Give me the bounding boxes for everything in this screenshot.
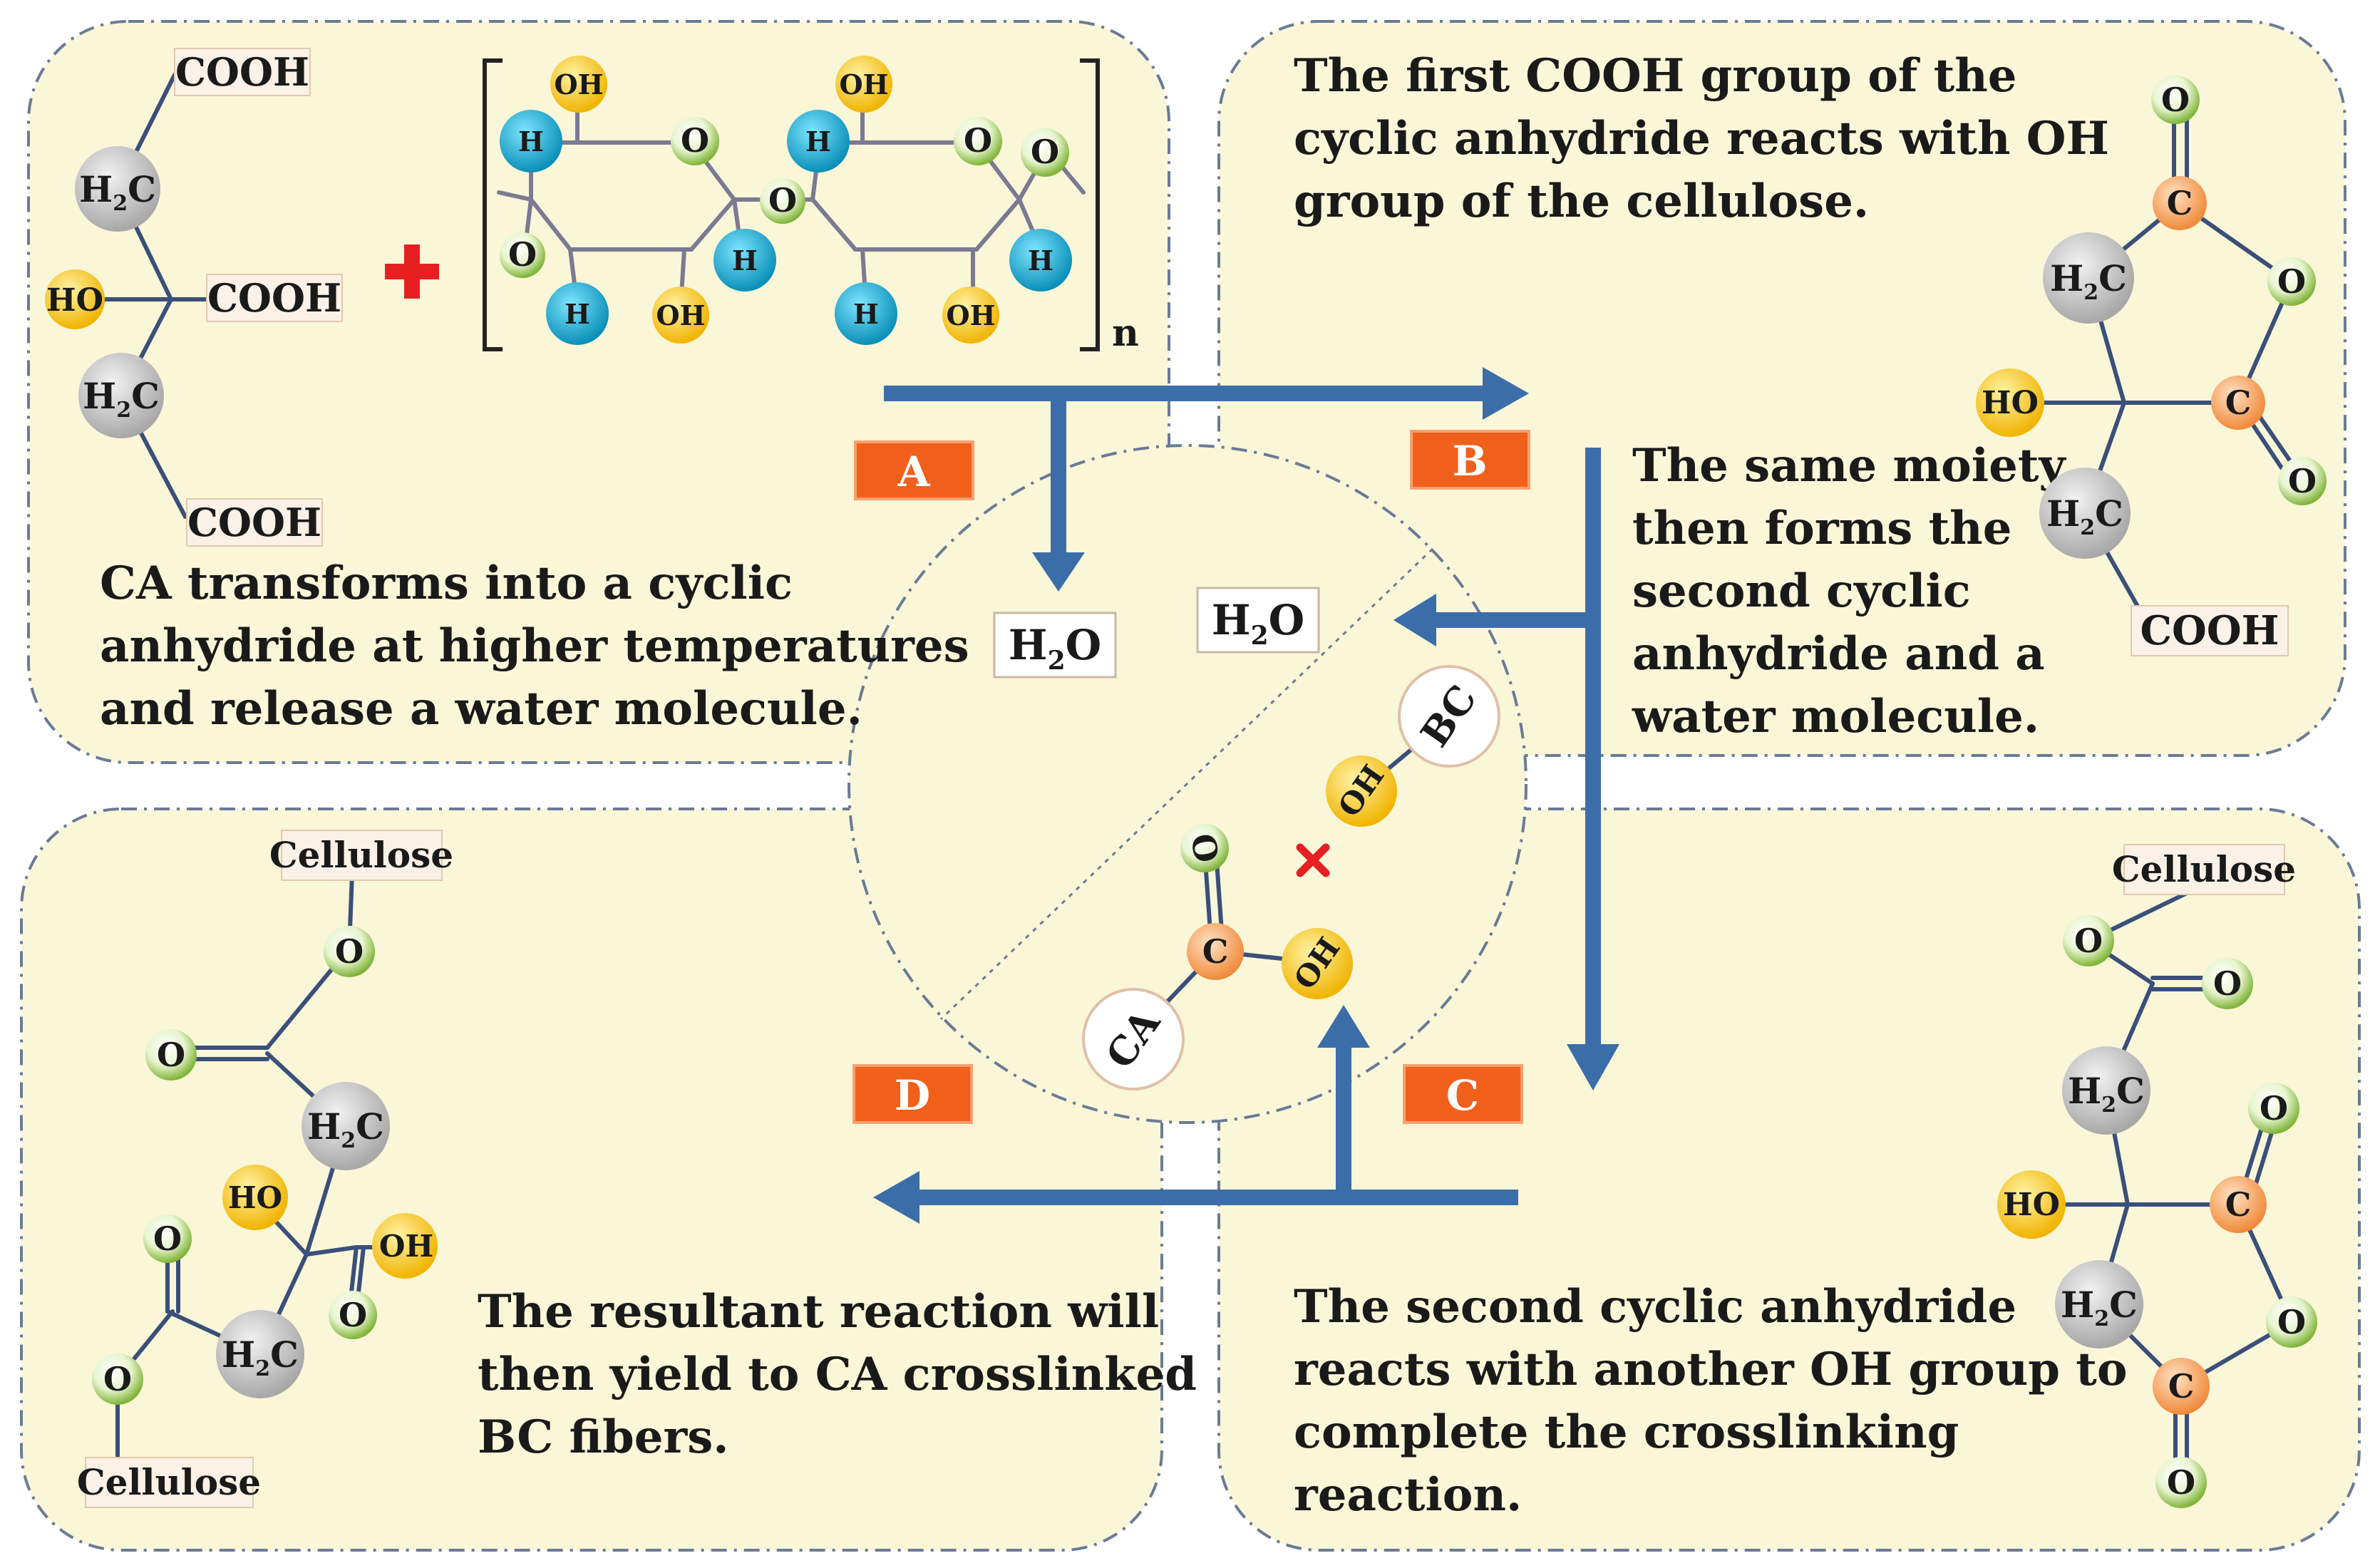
svg-text:O: O — [2260, 1089, 2288, 1128]
arrow-a-to-b — [884, 367, 1529, 420]
repeat-n: n — [1112, 311, 1139, 355]
svg-text:OH: OH — [554, 68, 603, 100]
svg-text:H: H — [732, 244, 758, 277]
svg-text:OH: OH — [656, 299, 705, 331]
svg-text:O: O — [2161, 81, 2190, 119]
svg-text:O: O — [2277, 262, 2306, 301]
svg-text:O: O — [2213, 964, 2242, 1003]
svg-text:D: D — [895, 1071, 930, 1120]
svg-text:H2O: H2O — [1212, 596, 1304, 651]
svg-text:O: O — [768, 181, 797, 220]
svg-text:O: O — [1031, 133, 1059, 171]
svg-text:H2C: H2C — [222, 1334, 299, 1381]
svg-text:O: O — [103, 1360, 132, 1398]
arrow-c-to-d — [873, 1171, 1518, 1224]
plus-icon — [385, 244, 439, 299]
svg-text:C: C — [2225, 1185, 2252, 1224]
svg-text:C: C — [1202, 932, 1229, 971]
caption-b: The first COOH group of the cyclic anhyd… — [1294, 49, 2125, 228]
svg-text:HO: HO — [1982, 385, 2039, 421]
svg-text:H2C: H2C — [307, 1105, 384, 1153]
panel-c — [1217, 808, 2361, 1552]
step-label-b: B — [1410, 430, 1530, 490]
svg-text:O: O — [508, 235, 537, 274]
label-ho-a: HO — [46, 282, 103, 319]
caption-b2: The same moiety then forms the second cy… — [1632, 439, 2081, 743]
cellulose-unit: OH H O O H OH H O OH H O O H OH H n — [483, 56, 1139, 355]
svg-text:COOH: COOH — [2140, 607, 2279, 654]
svg-text:O: O — [1183, 831, 1226, 866]
svg-text:O: O — [335, 932, 364, 971]
atom-ho-a — [45, 269, 105, 329]
label-h2c-a2: H2C — [83, 375, 160, 423]
step-label-d: D — [852, 1064, 973, 1124]
svg-text:O: O — [157, 1036, 185, 1074]
label-cellulose-d-bottom: Cellulose — [77, 1461, 261, 1503]
water-left: H2O — [993, 612, 1117, 679]
atom-ch2-top — [75, 146, 160, 232]
cyclic-anhydride-molecule: O C H2C O HO C O H2C COOH — [1976, 76, 2327, 656]
svg-text:H2C: H2C — [2068, 1070, 2145, 1118]
svg-text:HO: HO — [228, 1180, 282, 1215]
svg-text:C: C — [2167, 184, 2193, 222]
svg-text:O: O — [2167, 1463, 2195, 1502]
center-divider — [939, 547, 1434, 1021]
svg-text:H: H — [1028, 244, 1053, 277]
label-cooh-mid: COOH — [207, 275, 341, 321]
label-cellulose-d-top: Cellulose — [269, 834, 453, 876]
svg-text:OH: OH — [379, 1229, 433, 1264]
svg-text:O: O — [2288, 462, 2317, 500]
arrow-water-release-a — [1032, 393, 1085, 592]
svg-text:H2C: H2C — [2050, 257, 2127, 305]
arrow-b-to-c — [1567, 448, 1619, 1090]
svg-text:H2C: H2C — [2046, 492, 2123, 540]
svg-text:O: O — [2074, 922, 2103, 960]
step-label-c: C — [1403, 1064, 1523, 1124]
crosslinked-product-molecule: Cellulose O O H2C HO OH O O H2C O Cellul… — [77, 830, 453, 1508]
svg-text:O: O — [681, 121, 709, 160]
label-h2c-a1: H2C — [79, 168, 156, 216]
arrow-crosslink-up — [1317, 1005, 1370, 1197]
citric-acid-molecule: COOH COOH COOH HO H2C H2C — [45, 48, 343, 547]
caption-d: The resultant reaction will then yield t… — [478, 1285, 1212, 1464]
atom-ch2-bottom — [78, 353, 164, 438]
arrow-water-release-b — [1393, 594, 1593, 646]
svg-text:OH: OH — [946, 299, 995, 331]
label-cooh-bottom: COOH — [187, 500, 321, 545]
panel-d — [20, 808, 1163, 1552]
svg-text:C: C — [2225, 383, 2252, 422]
svg-text:O: O — [153, 1219, 182, 1258]
svg-text:H: H — [518, 125, 544, 158]
svg-text:H: H — [565, 298, 590, 330]
svg-text:O: O — [964, 121, 992, 160]
svg-text:C: C — [2168, 1367, 2195, 1405]
water-right: H2O — [1196, 587, 1320, 654]
svg-text:C: C — [1446, 1071, 1479, 1120]
svg-text:H: H — [853, 298, 879, 330]
caption-c: The second cyclic anhydride reacts with … — [1294, 1280, 2143, 1522]
svg-text:HO: HO — [2003, 1187, 2060, 1223]
caption-a: CA transforms into a cyclic anhydride at… — [100, 557, 985, 736]
ca-bc-reaction: O C CA OH OH BC — [1082, 665, 1500, 1090]
svg-text:B: B — [1452, 437, 1487, 485]
svg-text:H2C: H2C — [2061, 1284, 2138, 1331]
label-cooh-top: COOH — [175, 49, 309, 95]
svg-text:O: O — [339, 1296, 367, 1334]
svg-text:O: O — [2277, 1303, 2306, 1341]
svg-text:H2O: H2O — [1009, 621, 1101, 676]
svg-text:A: A — [897, 448, 930, 496]
step-label-a: A — [854, 440, 974, 500]
cross-icon — [1296, 843, 1330, 877]
svg-text:H: H — [805, 125, 831, 158]
label-cellulose-c: Cellulose — [2112, 848, 2296, 890]
svg-text:OH: OH — [839, 68, 888, 100]
crosslinked-anhydride-molecule: Cellulose O O H2C O HO C H2C O C O — [1997, 844, 2317, 1508]
